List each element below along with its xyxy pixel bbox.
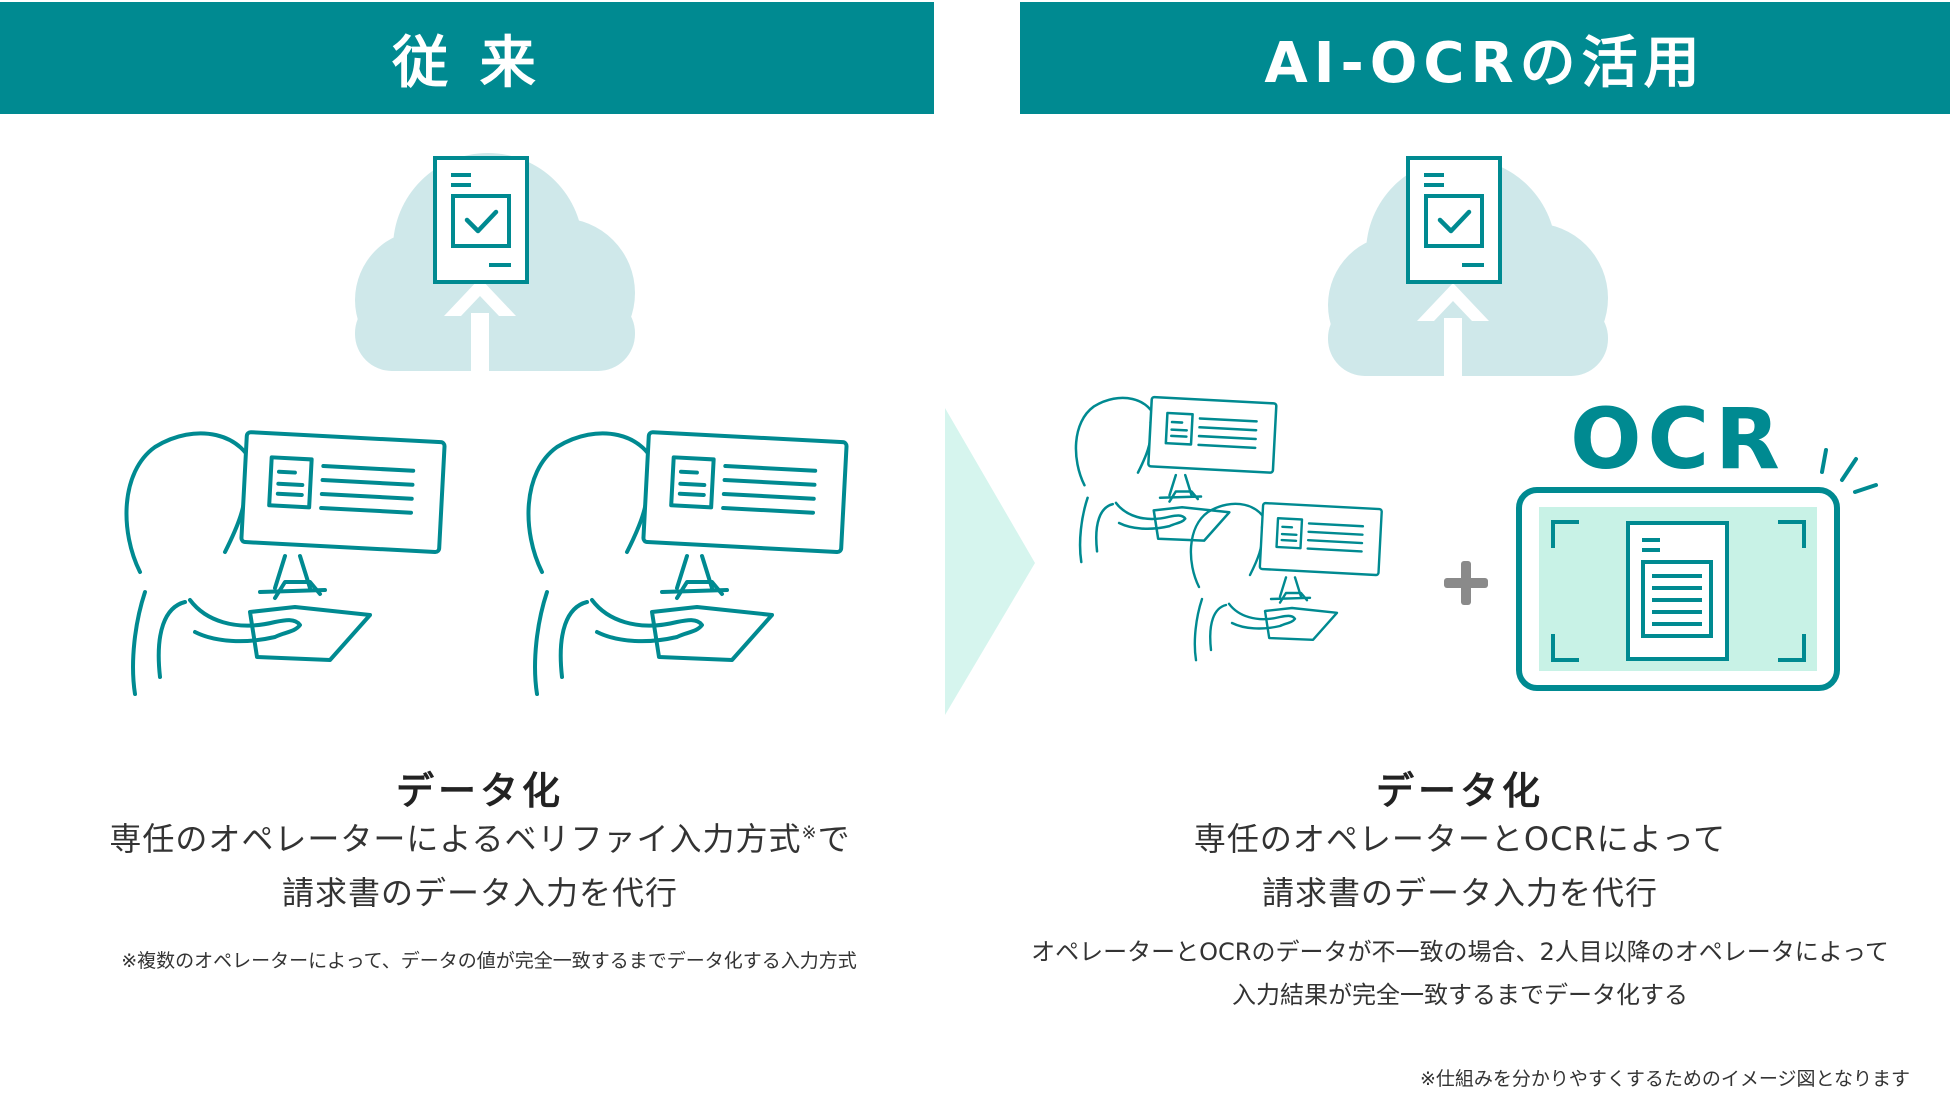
operator-at-computer-icon bbox=[124, 430, 447, 696]
right-description-line2: 請求書のデータ入力を代行 bbox=[1261, 874, 1658, 912]
operator-at-computer-icon bbox=[1189, 501, 1384, 662]
right-note-line1: オペレーターとOCRのデータが不一致の場合、2人目以降のオペレータによって bbox=[1031, 938, 1889, 966]
left-line1-text: 専任のオペレーターによるベリファイ入力方式 bbox=[109, 820, 802, 858]
right-note-line2: 入力結果が完全一致するまでデータ化する bbox=[1232, 981, 1688, 1009]
operator-at-computer-icon bbox=[526, 430, 849, 696]
header-conventional-title: 従 来 bbox=[392, 30, 542, 96]
ocr-scanner-icon bbox=[1516, 448, 1878, 691]
ocr-label: OCR bbox=[1570, 390, 1786, 488]
left-description-line1: 専任のオペレーターによるベリファイ入力方式※で bbox=[0, 814, 960, 860]
right-description-line1: 専任のオペレーターとOCRによって bbox=[1193, 820, 1727, 858]
header-ai-ocr: AI-OCRの活用 bbox=[1020, 2, 1950, 114]
left-line1-mark: ※ bbox=[801, 822, 818, 844]
document-check-icon bbox=[435, 158, 527, 282]
left-line1-end: で bbox=[817, 820, 851, 858]
left-description-line2: 請求書のデータ入力を代行 bbox=[281, 874, 678, 912]
left-footnote: ※複数のオペレーターによって、データの値が完全一致するまでデータ化する入力方式 bbox=[121, 950, 857, 972]
header-ai-ocr-title: AI-OCRの活用 bbox=[1264, 30, 1706, 96]
plus-icon bbox=[1444, 561, 1488, 605]
chevron-right-arrow bbox=[945, 408, 1035, 715]
right-heading: データ化 bbox=[1375, 769, 1544, 813]
document-check-icon bbox=[1408, 158, 1500, 282]
header-conventional: 従 来 bbox=[0, 2, 934, 114]
left-heading: データ化 bbox=[395, 769, 564, 813]
footer-note: ※仕組みを分かりやすくするためのイメージ図となります bbox=[1420, 1068, 1910, 1090]
operator-at-computer-icon bbox=[1074, 395, 1278, 564]
